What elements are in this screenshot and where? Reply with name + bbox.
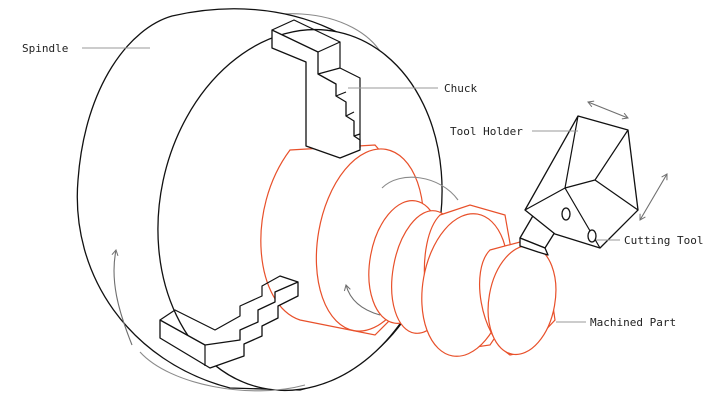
chuck-jaw-lower-front <box>159 281 299 369</box>
chuck-jaw-upper-front <box>271 29 361 159</box>
tool-holder-edges <box>524 115 639 249</box>
spindle-rotation-arc-bottom <box>139 351 306 392</box>
chuck-jaw-upper-steps <box>317 67 361 137</box>
tool-holder-screw-2 <box>587 229 597 243</box>
label-spindle: Spindle <box>22 42 68 55</box>
label-machined-part: Machined Part <box>590 316 676 329</box>
label-tool-holder: Tool Holder <box>450 125 523 138</box>
chuck-jaw-lower <box>159 275 299 369</box>
tool-holder-motion-arrow-right <box>639 173 668 221</box>
label-cutting-tool: Cutting Tool <box>624 234 703 247</box>
tool-holder-screw-1 <box>561 207 571 221</box>
tool-holder <box>524 115 639 249</box>
part-rotation-arc-top <box>381 176 459 201</box>
cutting-tool-tip <box>519 237 549 256</box>
chuck-jaw-lower-top <box>159 275 299 331</box>
chuck-jaw-upper <box>271 19 361 159</box>
part-rotation-arc-bottom <box>343 284 381 316</box>
chuck-jaw-upper-top <box>271 19 341 43</box>
tool-holder-motion-arrow-top <box>587 100 629 120</box>
spindle-rotation-arc-left <box>111 249 133 346</box>
label-chuck: Chuck <box>444 82 477 95</box>
